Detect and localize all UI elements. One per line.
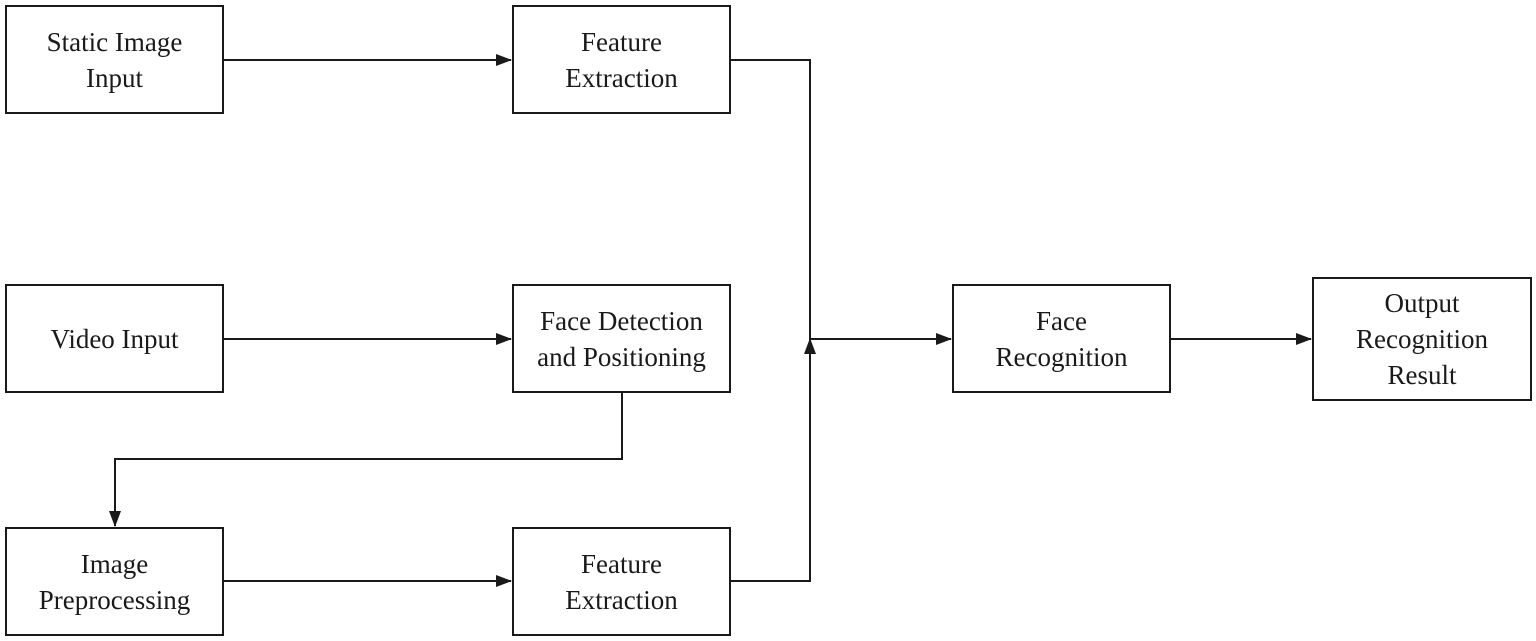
output-result-line-2: Recognition (1356, 324, 1488, 354)
face-recognition-line-1: Face (1036, 305, 1087, 336)
output-recognition-result-box: Output Recognition Result (1312, 277, 1532, 401)
image-preprocessing-box: Image Preprocessing (5, 527, 224, 636)
arrow-feature-extraction-bottom-merge (731, 338, 816, 582)
image-preprocessing-line-2: Preprocessing (38, 584, 191, 615)
face-detection-line-1: Face Detection (540, 305, 703, 336)
face-recognition-line-2: Recognition (995, 341, 1128, 372)
feature-extraction-bottom-line-2: Extraction (565, 584, 678, 615)
face-recognition-box: Face Recognition (952, 284, 1171, 393)
video-input-box: Video Input (5, 284, 224, 393)
static-image-input-box: Static Image Input (5, 5, 224, 114)
feature-extraction-bottom-line-1: Feature (581, 548, 662, 579)
feature-extraction-bottom-box: Feature Extraction (512, 527, 731, 636)
video-input-label: Video Input (50, 323, 179, 354)
output-result-line-1: Output (1384, 288, 1460, 318)
face-detection-box: Face Detection and Positioning (512, 284, 731, 393)
feature-extraction-top-line-1: Feature (581, 26, 662, 57)
arrow-face-detection-to-preprocessing (109, 393, 623, 527)
static-image-input-line-2: Input (85, 62, 143, 93)
face-detection-line-2: and Positioning (537, 341, 706, 372)
static-image-input-line-1: Static Image (46, 26, 183, 57)
feature-extraction-top-line-2: Extraction (565, 62, 678, 93)
connector-feature-extraction-top-merge (731, 59, 811, 339)
feature-extraction-top-box: Feature Extraction (512, 5, 731, 114)
image-preprocessing-line-1: Image (80, 548, 149, 579)
output-result-line-3: Result (1387, 360, 1457, 390)
